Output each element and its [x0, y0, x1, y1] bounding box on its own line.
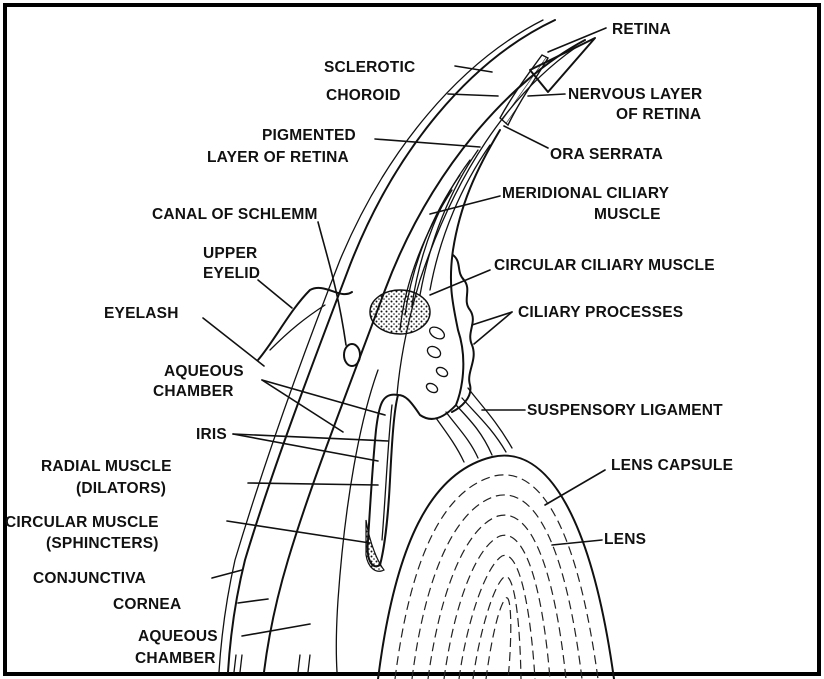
- label-circular-muscle-line1: CIRCULAR MUSCLE: [5, 514, 159, 531]
- anterior-chamber-line: [336, 370, 378, 672]
- label-lens-capsule: LENS CAPSULE: [611, 457, 733, 474]
- eyelash-leader: [203, 318, 264, 366]
- canal-of-schlemm: [344, 344, 360, 366]
- label-circular-muscle-line2: (SPHINCTERS): [46, 535, 159, 552]
- label-meridional-line2: MUSCLE: [594, 206, 661, 223]
- label-suspensory-ligament: SUSPENSORY LIGAMENT: [527, 402, 723, 419]
- meridional-leader: [430, 196, 500, 214]
- canal-of-schlemm-leader: [318, 222, 346, 345]
- suspensory-fibre: [446, 412, 478, 458]
- label-radial-muscle-line2: (DILATORS): [76, 480, 166, 497]
- ora-serrata-leader: [504, 126, 548, 148]
- suspensory-fibre: [456, 405, 492, 455]
- circular-ciliary-muscle: [370, 290, 430, 334]
- choroid-line: [397, 48, 575, 395]
- label-pigmented-line1: PIGMENTED: [262, 127, 356, 144]
- lens-lamella: [486, 598, 511, 679]
- label-circular-ciliary-muscle: CIRCULAR CILIARY MUSCLE: [494, 257, 715, 274]
- lens-lamella: [428, 515, 566, 679]
- retina-leader: [548, 28, 606, 52]
- label-aqueous-chamber-line2: CHAMBER: [153, 383, 234, 400]
- label-pigmented-line2: LAYER OF RETINA: [207, 149, 349, 166]
- cornea-tick: [240, 655, 242, 672]
- label-aqueous-chamber-bottom-line2: CHAMBER: [135, 650, 216, 667]
- label-canal-of-schlemm: CANAL OF SCHLEMM: [152, 206, 318, 223]
- suspensory-fibre: [436, 418, 464, 462]
- ciliary-process-loop: [428, 325, 447, 342]
- label-radial-muscle-line1: RADIAL MUSCLE: [41, 458, 172, 475]
- label-cornea: CORNEA: [113, 596, 181, 613]
- aqueous-chamber-leader-1: [262, 380, 385, 415]
- pigmented-layer-leader: [375, 139, 480, 147]
- upper-eyelid-leader: [258, 280, 292, 308]
- label-aqueous-chamber-bottom-line1: AQUEOUS: [138, 628, 218, 645]
- label-upper-eyelid-line1: UPPER: [203, 245, 257, 262]
- eyelash: [270, 305, 325, 350]
- label-nervous-layer-line2: OF RETINA: [616, 106, 701, 123]
- label-nervous-layer-line1: NERVOUS LAYER: [568, 86, 702, 103]
- ciliary-process-loop: [435, 366, 449, 379]
- iris: [368, 395, 398, 567]
- nervous-layer-leader: [528, 94, 565, 96]
- label-upper-eyelid-line2: EYELID: [203, 265, 260, 282]
- iris-leader-1: [233, 434, 388, 441]
- choroid-leader: [448, 94, 498, 96]
- label-meridional-line1: MERIDIONAL CILIARY: [502, 185, 670, 202]
- label-choroid: CHOROID: [326, 87, 401, 104]
- cornea-tick: [308, 655, 310, 672]
- suspensory-fibre: [462, 398, 506, 452]
- conjunctiva-leader: [212, 570, 242, 578]
- cornea-tick: [298, 655, 300, 672]
- label-aqueous-chamber-line1: AQUEOUS: [164, 363, 244, 380]
- labels: RETINA SCLEROTIC CHOROID NERVOUS LAYER O…: [5, 21, 733, 667]
- label-ora-serrata: ORA SERRATA: [550, 146, 663, 163]
- label-iris: IRIS: [196, 426, 227, 443]
- ciliary-processes-leader-2: [474, 312, 512, 344]
- label-lens: LENS: [604, 531, 646, 548]
- aqueous-chamber-bottom-leader: [242, 624, 310, 636]
- lens-capsule-leader: [545, 470, 605, 505]
- cornea-leader: [238, 599, 268, 603]
- nervous-layer-strip: [500, 55, 548, 125]
- lens-lamella: [444, 535, 550, 679]
- ciliary-process-loop: [425, 382, 439, 395]
- cornea-tick: [234, 655, 236, 672]
- label-ciliary-processes: CILIARY PROCESSES: [518, 304, 683, 321]
- aqueous-chamber-leader-2: [262, 380, 343, 432]
- lens-lamella: [459, 555, 535, 679]
- label-conjunctiva: CONJUNCTIVA: [33, 570, 146, 587]
- ciliary-processes-leader-1: [472, 312, 512, 325]
- radial-muscle-leader: [248, 483, 378, 485]
- label-retina: RETINA: [612, 21, 671, 38]
- suspensory-fibre: [468, 388, 512, 448]
- label-eyelash: EYELASH: [104, 305, 179, 322]
- label-sclerotic: SCLEROTIC: [324, 59, 415, 76]
- eye-structure: [219, 20, 614, 679]
- ciliary-process-loop: [425, 344, 442, 360]
- lens-lamella: [412, 495, 582, 679]
- lens-leader: [552, 540, 602, 545]
- lens-capsule: [378, 456, 614, 679]
